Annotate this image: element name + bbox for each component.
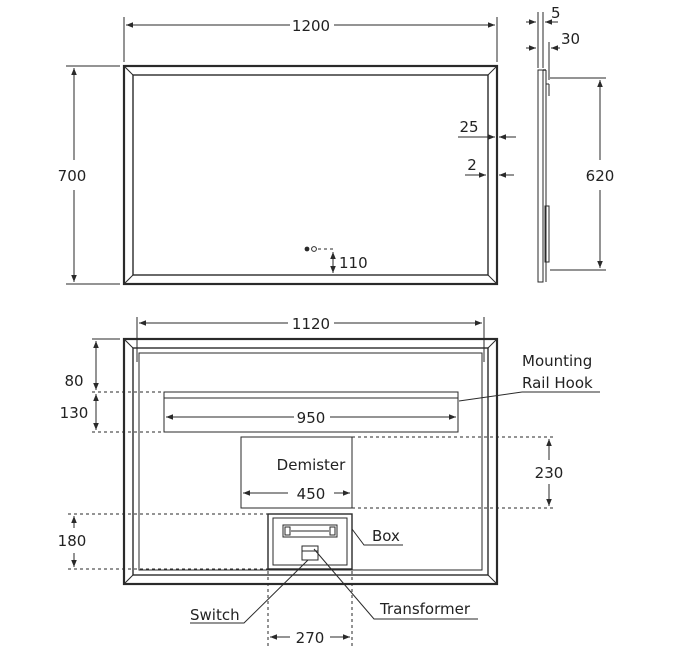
electrical-box-inner <box>272 517 348 566</box>
back-panel-edge <box>138 352 483 571</box>
dim-rail-height: 620 <box>586 167 615 185</box>
back-view: 1120 950 80 130 Demister 450 230 <box>58 315 564 647</box>
dim-rail-top: 80 <box>64 372 83 390</box>
callout-mounting-line2: Rail Hook <box>522 374 593 392</box>
side-glass <box>537 69 544 283</box>
callouts: Mounting Rail Hook Box Transformer Switc… <box>190 352 600 624</box>
demister-pad <box>240 436 353 509</box>
dim-side-depth: 30 <box>561 30 580 48</box>
dim-frame-inset: 2 <box>467 156 477 174</box>
callout-box: Box <box>372 527 400 545</box>
demister-label: Demister <box>277 456 346 474</box>
dim-rail-length: 950 <box>297 409 326 427</box>
dim-glass: 5 <box>551 4 561 22</box>
sensor-ring-icon <box>311 246 317 252</box>
dim-frame-depth: 25 <box>459 118 478 136</box>
dim-rail-hook-height: 130 <box>60 404 89 422</box>
dim-box-bottom: 180 <box>58 532 87 550</box>
dim-sensor-offset: 110 <box>339 254 368 272</box>
back-outer-frame <box>122 337 499 586</box>
dim-demister-width: 450 <box>297 485 326 503</box>
mirror-inner-frame <box>132 74 489 276</box>
switch <box>301 545 319 561</box>
callout-mounting-line1: Mounting <box>522 352 592 370</box>
dim-front-width: 1200 <box>292 17 330 35</box>
mounting-rail <box>163 391 459 433</box>
dim-rail-width: 1120 <box>292 315 330 333</box>
dim-box-width: 270 <box>296 629 325 647</box>
callout-switch: Switch <box>190 606 240 624</box>
mirror-outer-frame <box>122 64 499 286</box>
sensor-dot-icon <box>304 246 310 252</box>
dim-demister-height: 230 <box>535 464 564 482</box>
transformer <box>282 524 338 538</box>
callout-transformer: Transformer <box>379 600 471 618</box>
side-view: 5 30 620 <box>526 4 615 283</box>
side-box <box>544 205 550 263</box>
transformer-terminal-left-icon <box>284 526 291 536</box>
front-view: 1200 700 25 2 110 <box>58 17 516 286</box>
transformer-terminal-right-icon <box>329 526 336 536</box>
back-inner-frame <box>132 347 489 576</box>
electrical-box <box>267 513 353 570</box>
dim-front-height: 700 <box>58 167 87 185</box>
